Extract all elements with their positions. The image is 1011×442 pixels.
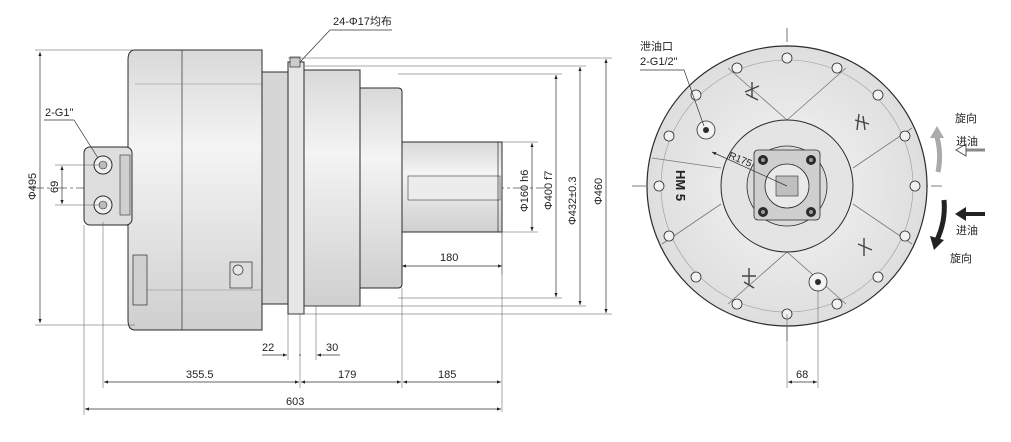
dia-495-label: Φ495 [27, 173, 39, 200]
dim-185-label: 185 [438, 369, 456, 381]
rotation-arrow-up-icon [930, 126, 944, 138]
oil-in-arrow-bottom-icon [955, 207, 966, 221]
rotation-arrow-down-icon [930, 236, 944, 250]
drain-label-line2: 2-G1/2" [640, 56, 678, 68]
dim-22-label: 22 [262, 342, 274, 354]
dim-68-label: 68 [796, 369, 808, 381]
dim-69-label: 69 [49, 181, 61, 193]
model-label: HM 5 [673, 170, 688, 201]
drain-label-line1: 泄油口 [640, 39, 673, 53]
outer-dia-label: Φ460 [593, 178, 605, 205]
port-label: 2-G1" [45, 107, 73, 119]
rotation-bottom-label: 旋向 [950, 251, 972, 265]
rotation-top-label: 旋向 [955, 111, 977, 125]
oil-in-bottom-label: 进油 [956, 223, 978, 237]
front-view: 泄油口 2-G1/2" R175 HM 5 68 旋向 进油 进油 旋向 [632, 28, 985, 388]
bolt-pattern-label: 24-Φ17均布 [333, 15, 392, 28]
bolt-circle-label: Φ432±0.3 [567, 177, 579, 225]
dim-179-label: 179 [338, 369, 356, 381]
oil-in-arrow-top-icon [955, 143, 967, 157]
oil-in-top-label: 进油 [956, 134, 978, 148]
dim-355-label: 355.5 [186, 369, 214, 381]
total-length-label: 603 [286, 396, 304, 408]
shaft-dia-label: Φ160 h6 [519, 170, 531, 212]
dim-30-label: 30 [326, 342, 338, 354]
side-view: 24-Φ17均布 2-G1" Φ495 69 Φ160 h6 Φ400 f7 Φ… [27, 15, 612, 415]
pilot-dia-label: Φ400 f7 [543, 171, 555, 210]
shaft-length-label: 180 [440, 252, 458, 264]
